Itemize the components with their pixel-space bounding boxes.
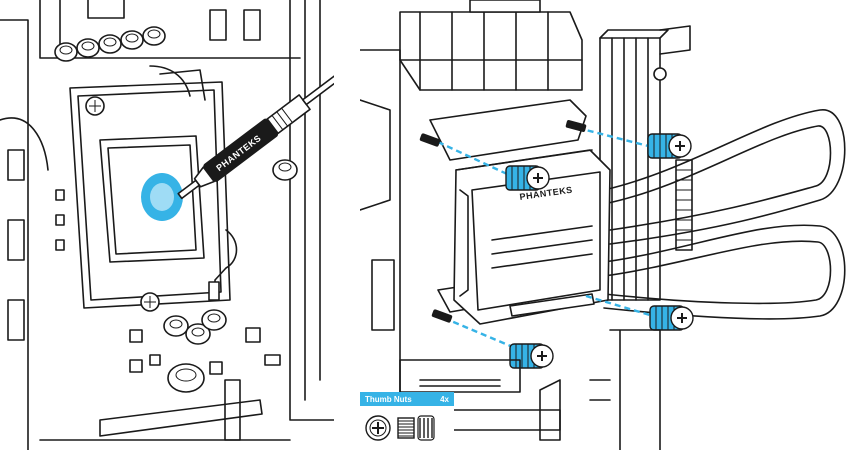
pump-install-illustration: PHANTEKS <box>360 0 853 450</box>
vrm-heatsink <box>400 0 582 90</box>
ram-slots <box>600 26 692 300</box>
thumb-nut-bottom-right <box>650 306 693 330</box>
thumb-nut-top-icon <box>366 416 390 440</box>
thumb-nut-top-left <box>506 166 549 190</box>
thumb-nut-spring-icon <box>418 416 434 440</box>
thumb-nuts-legend: Thumb Nuts 4x <box>360 392 454 450</box>
standoff <box>273 160 297 180</box>
thumb-nut-side-icon <box>398 418 414 438</box>
thermal-paste-illustration: PHANTEKS <box>0 0 334 450</box>
legend-quantity: 4x <box>440 395 449 404</box>
thumb-nut-bottom-left <box>510 344 553 368</box>
capacitors-top <box>55 27 165 61</box>
thermal-paste-dot <box>141 173 183 221</box>
thumb-nut-top-right <box>648 134 691 158</box>
pump-install-step-panel: PHANTEKS <box>360 0 853 450</box>
thermal-paste-step-panel: PHANTEKS <box>0 0 334 450</box>
legend-title: Thumb Nuts <box>365 395 412 404</box>
legend-header: Thumb Nuts 4x <box>360 392 454 406</box>
lower-capacitors <box>100 310 280 440</box>
legend-icons <box>360 406 454 450</box>
